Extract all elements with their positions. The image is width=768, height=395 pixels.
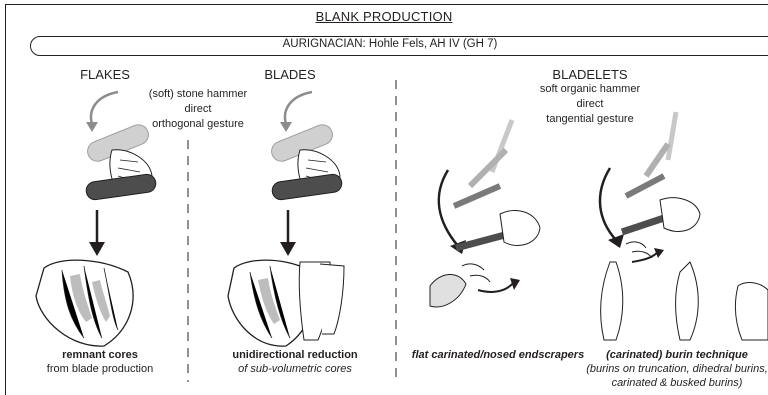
curved-arrow-icon [285, 92, 312, 124]
antler-hammer-ghost [454, 186, 500, 206]
caption-burins: (carinated) burin technique (burins on t… [586, 348, 768, 390]
caption-flakes: remnant cores from blade production [35, 348, 165, 376]
caption-blades: unidirectional reduction of sub-volumetr… [210, 348, 380, 376]
antler-hammer-ghost [470, 150, 506, 186]
bladelet-removals [462, 264, 490, 282]
caption-endscrapers-title: flat carinated/nosed endscrapers [408, 348, 588, 362]
bladelet-removals [626, 242, 652, 258]
arrowhead-icon [86, 122, 98, 132]
curved-arrow-icon [478, 282, 514, 292]
burin [601, 262, 623, 340]
caption-burins-sub1: (burins on truncation, dihedral burins, [586, 362, 768, 376]
stone-hammer-gesture-flakes [36, 92, 157, 346]
caption-flakes-sub: from blade production [35, 362, 165, 376]
caption-blades-title: unidirectional reduction [210, 348, 380, 362]
arrowhead-icon [280, 122, 292, 132]
stone-hammer-gesture-blades [228, 92, 344, 346]
burin [676, 262, 699, 340]
burin [735, 283, 768, 340]
caption-endscrapers: flat carinated/nosed endscrapers [408, 348, 588, 362]
caption-blades-sub: of sub-volumetric cores [210, 362, 380, 376]
caption-burins-title: (carinated) burin technique [586, 348, 768, 362]
endscraper [430, 274, 466, 306]
hand-icon [660, 198, 700, 232]
antler-hammer-ghost [646, 144, 668, 176]
detached-blade [320, 264, 344, 334]
antler-hammer-ghost [668, 112, 676, 160]
curved-arrow-icon [600, 168, 616, 240]
hand-icon [500, 210, 540, 245]
antler-hammer-ghost [626, 176, 664, 196]
curved-arrow-icon [632, 252, 658, 262]
curved-arrow-icon [91, 92, 118, 124]
organic-hammer-gesture-burins [600, 112, 768, 340]
caption-flakes-title: remnant cores [35, 348, 165, 362]
organic-hammer-gesture-endscrapers [430, 120, 540, 307]
caption-burins-sub2: carinated & busked burins) [586, 376, 768, 390]
